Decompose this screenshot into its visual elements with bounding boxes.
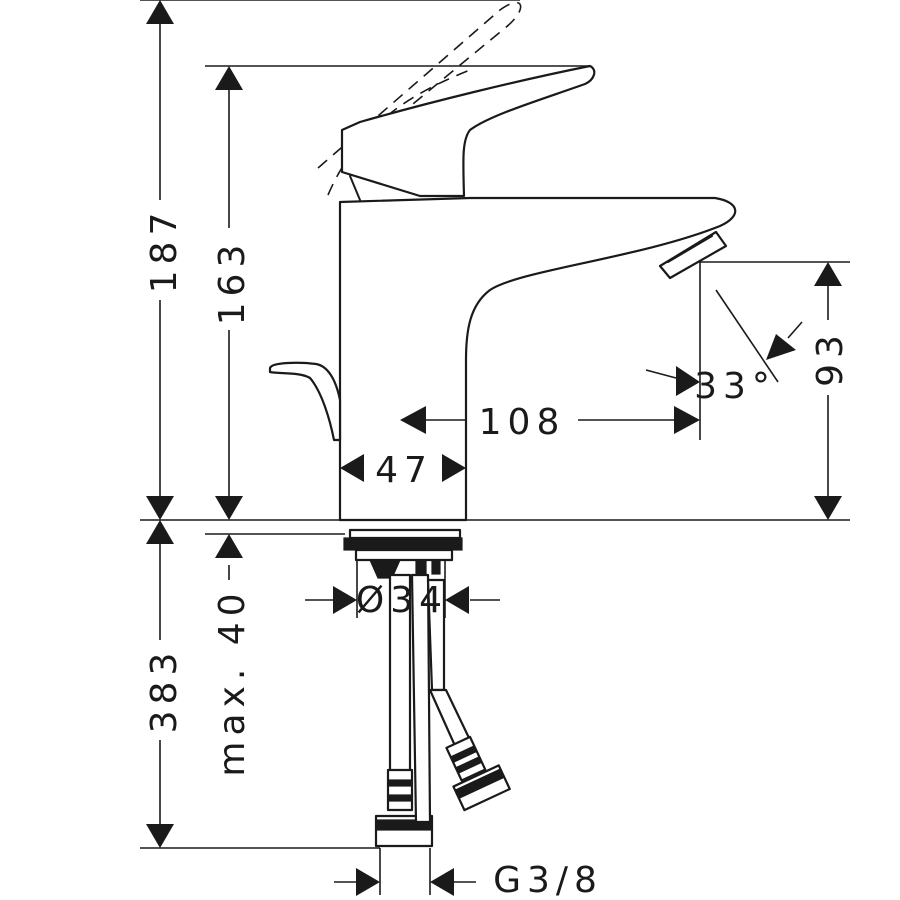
- dimension-lines: [146, 0, 842, 896]
- dim-spray-angle: 33°: [694, 366, 776, 407]
- lever-handle: [340, 64, 596, 198]
- hoses: [374, 573, 511, 848]
- dim-body-width: 47: [375, 450, 433, 491]
- dim-outlet-height: 93: [810, 329, 851, 387]
- dim-thread-diameter: Ø34: [356, 580, 448, 621]
- dim-hose-length: 383: [144, 647, 185, 734]
- faucet-body: [268, 64, 737, 522]
- dim-max-mount: max. 40: [212, 587, 253, 776]
- dim-spout-reach: 108: [479, 402, 566, 443]
- body-spout: [338, 196, 737, 522]
- popup-rod: [268, 361, 342, 442]
- dimension-labels: 187 163 93 383 max. 40 108 47 33° Ø34 G3…: [144, 207, 851, 900]
- mounting-hardware: [343, 528, 463, 579]
- extension-lines: [140, 0, 850, 895]
- dim-total-height: 187: [144, 207, 185, 294]
- aerator: [658, 230, 728, 280]
- dim-spout-height: 163: [212, 239, 253, 326]
- dim-connection: G3/8: [493, 860, 603, 900]
